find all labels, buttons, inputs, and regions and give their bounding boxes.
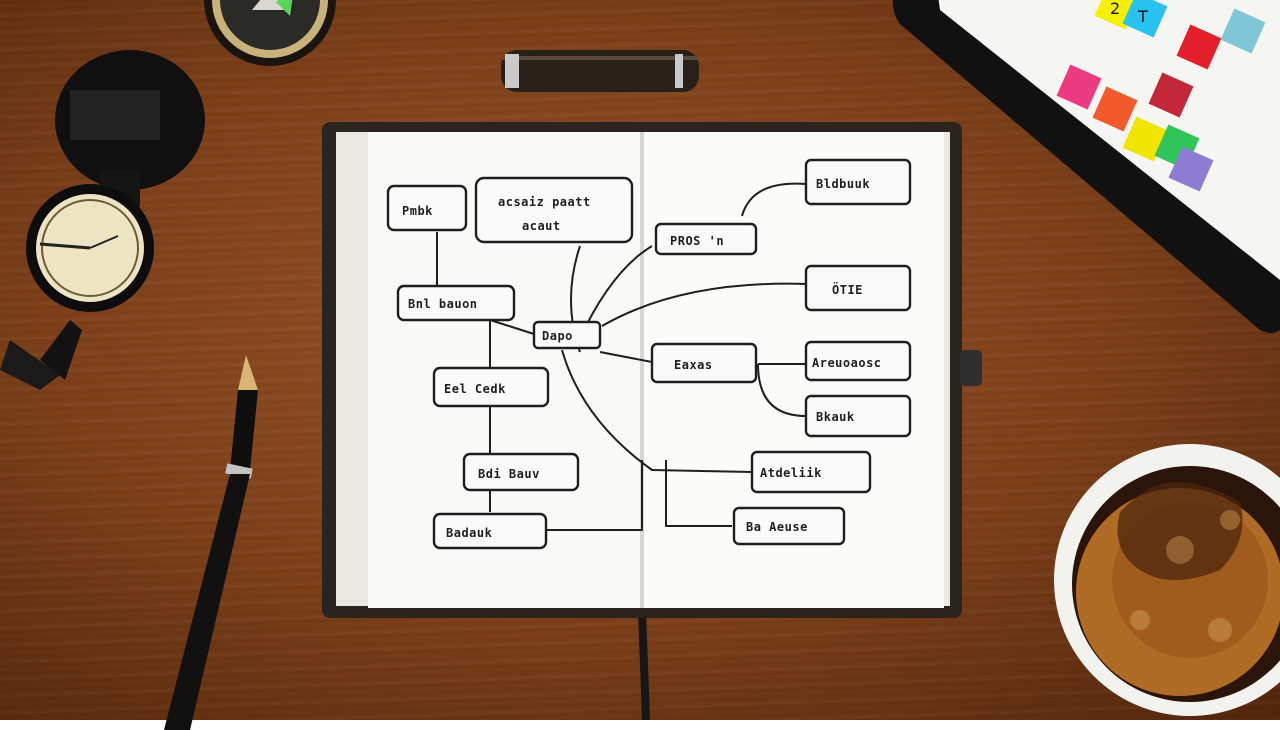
node-label-4: Bldbuuk (816, 177, 870, 191)
tablet-tile-6 (1092, 86, 1138, 132)
fountain-pen-icon (164, 355, 258, 730)
node-label-2a: acsaiz paatt (498, 195, 591, 209)
node-label-12: Bdi Bauv (478, 467, 540, 481)
tablet-tile-3 (1176, 24, 1222, 70)
notebook: Pmbk acsaiz paatt acaut PROS 'n Bldbuuk … (322, 122, 982, 618)
node-label-11: Bkauk (816, 410, 855, 424)
node-label-1: Pmbk (402, 204, 433, 218)
tablet-tile-10 (1168, 146, 1214, 192)
tablet-tile-2: T (1122, 0, 1168, 38)
node-label-8: Eaxas (674, 358, 713, 372)
node-label-15: Ba Aeuse (746, 520, 808, 534)
node-label-7: Dapo (542, 329, 573, 343)
node-label-14: Badauk (446, 526, 493, 540)
node-label-13: Atdeliik (760, 466, 822, 480)
compass-top-icon (204, 0, 336, 66)
pocket-watch-icon (0, 50, 205, 390)
node-label-3: PROS 'n (670, 234, 724, 248)
tablet-tile-7 (1148, 72, 1194, 118)
node-label-5: ÖTIE (832, 282, 863, 297)
elastic-band (960, 350, 982, 386)
tablet-tile-label: 2 (1110, 0, 1120, 18)
pen-cap-icon (501, 50, 699, 92)
tablet-tile-label: T (1137, 7, 1148, 26)
node-label-6: Bnl bauon (408, 297, 478, 311)
tablet-tile-4 (1220, 8, 1266, 54)
node-label-2b: acaut (522, 219, 561, 233)
tablet-tile-8 (1122, 116, 1168, 162)
ribbon-bookmark (638, 610, 650, 720)
node-label-9: Areuoaosc (812, 356, 882, 370)
tablet-tile-5 (1056, 64, 1102, 110)
node-label-10: Eel Cedk (444, 382, 506, 396)
coffee-cup-icon (1054, 444, 1280, 716)
